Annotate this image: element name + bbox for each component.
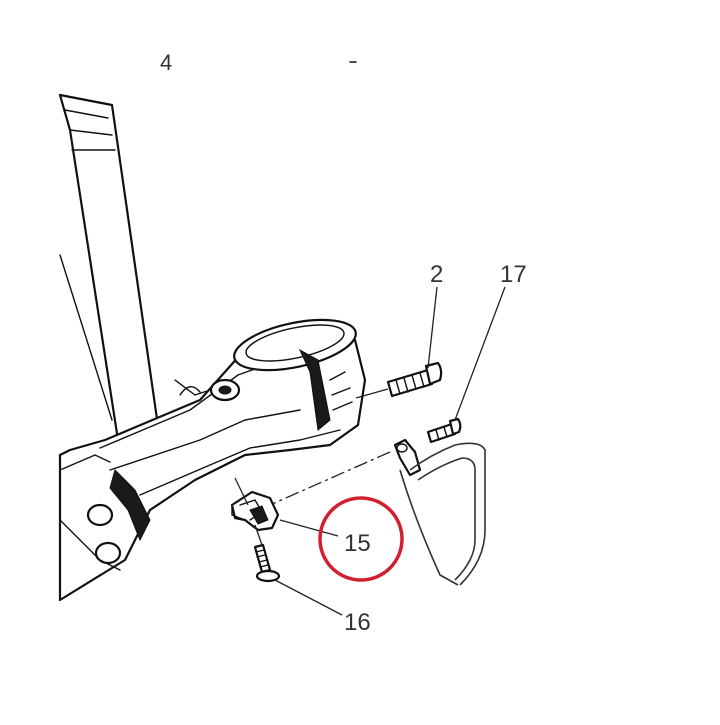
leader-2 [427, 286, 438, 369]
screw-16-axis [254, 524, 263, 546]
leader-15 [279, 519, 339, 537]
triple-clamp [58, 318, 367, 602]
leader-17 [454, 286, 506, 421]
screw-17 [426, 417, 462, 444]
screw-17-axis [269, 451, 391, 506]
clip-15 [230, 490, 280, 532]
hose-bracket [393, 438, 486, 586]
bolt-2-axis [355, 388, 389, 399]
bolt-2 [386, 361, 443, 398]
leader-16 [274, 579, 343, 616]
screw-16 [253, 543, 281, 583]
label-15: 15 [344, 530, 371, 557]
clip-15-axis [234, 477, 249, 506]
fork-tube [58, 93, 172, 454]
label-17: 17 [500, 261, 527, 288]
label-16: 16 [344, 609, 371, 636]
label-4-partial: 4 [160, 50, 172, 75]
highlight-circle [318, 496, 404, 582]
label-2: 2 [430, 261, 443, 288]
